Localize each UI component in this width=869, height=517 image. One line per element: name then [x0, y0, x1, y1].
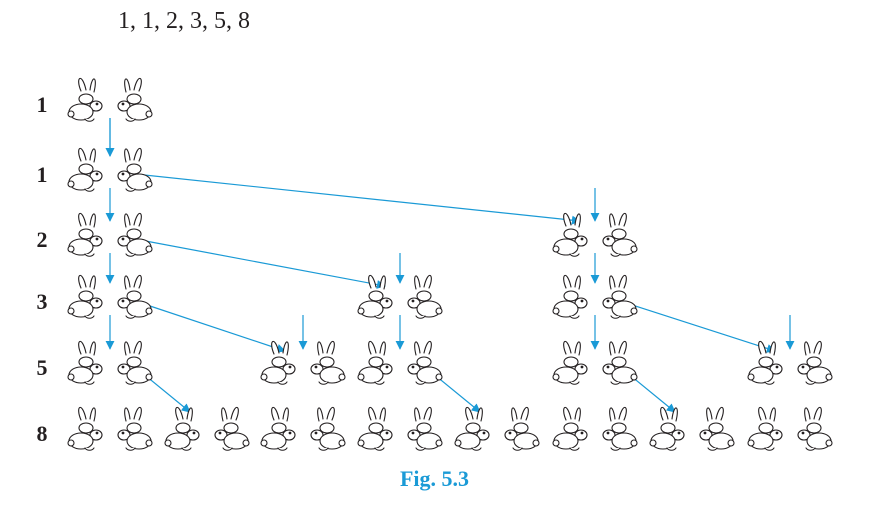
- generation-label: 5: [37, 355, 48, 380]
- rabbit-pair-icon: [358, 407, 442, 450]
- generation-label: 3: [37, 289, 48, 314]
- rabbit-pair-icon: [650, 407, 734, 450]
- growth-arrow: [619, 300, 776, 353]
- figure-caption: Fig. 5.3: [399, 466, 470, 491]
- rabbit-pair-icon: [748, 407, 832, 450]
- growth-arrow: [134, 238, 386, 289]
- generation-label: 8: [37, 421, 48, 446]
- generation-label: 1: [37, 162, 48, 187]
- rabbit-pair-icon: [261, 407, 345, 450]
- growth-arrow: [134, 300, 286, 353]
- rabbit-pair-icon: [68, 407, 152, 450]
- rabbit-pair-icon: [455, 407, 539, 450]
- rabbit-pair-icon: [165, 407, 249, 450]
- growth-arrow: [134, 173, 581, 225]
- sequence-text: 1, 1, 2, 3, 5, 8: [118, 8, 250, 34]
- rabbit-pair-icon: [68, 78, 152, 121]
- generation-label: 1: [37, 92, 48, 117]
- rabbit-pair-icon: [553, 407, 637, 450]
- generation-label: 2: [37, 227, 48, 252]
